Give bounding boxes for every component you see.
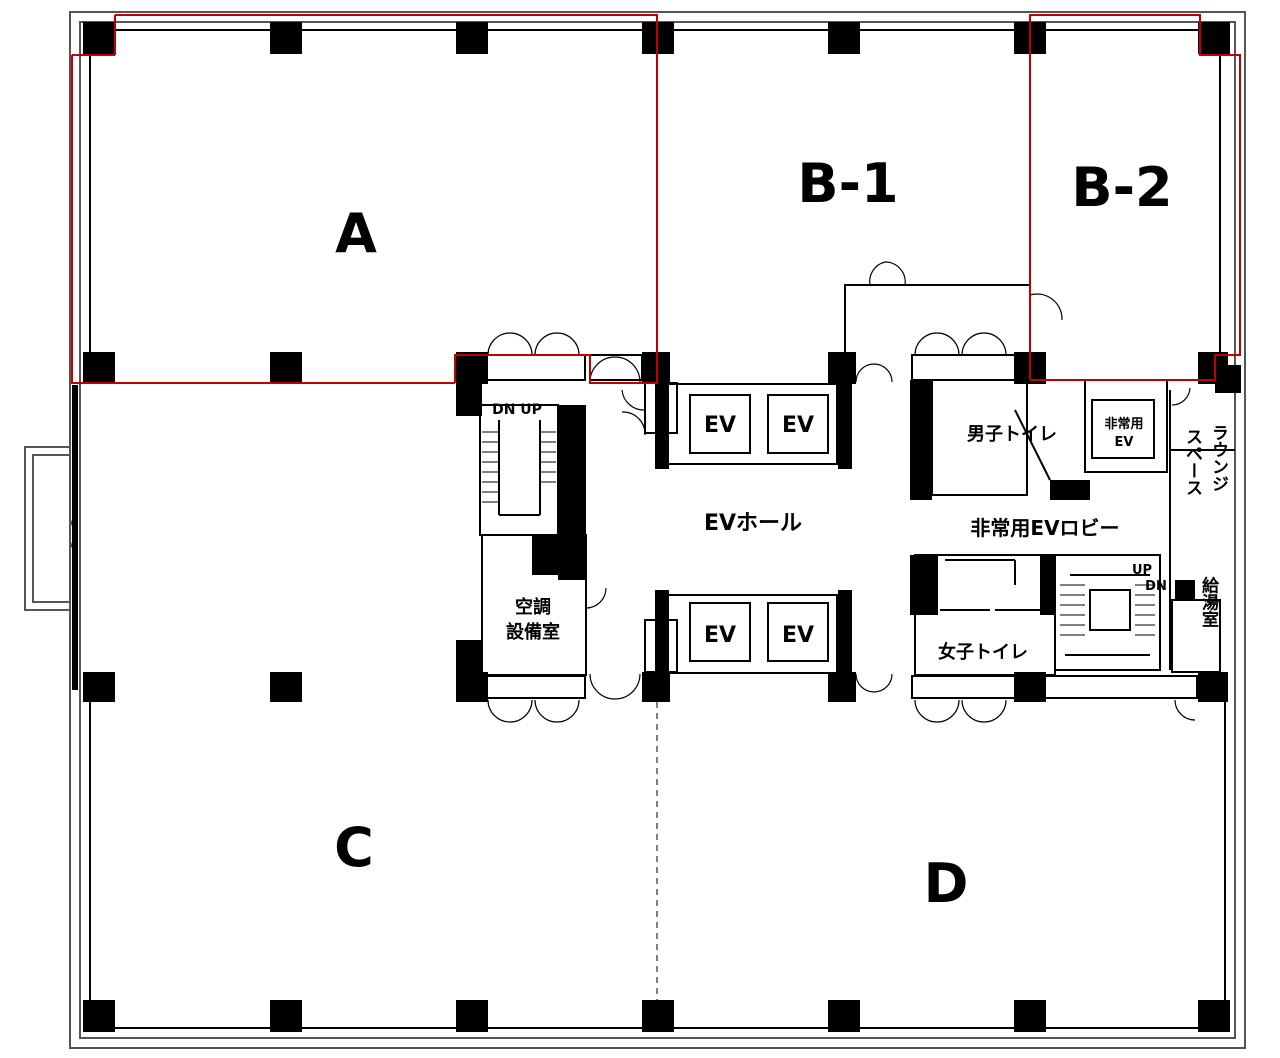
columns xyxy=(83,22,1241,1032)
stair-treads xyxy=(482,431,1155,636)
mens-toilet-label: 男子トイレ xyxy=(967,424,1057,445)
emergency-ev-label-2: EV xyxy=(1115,435,1134,450)
kitchen-label: 給湯室 xyxy=(1198,575,1219,627)
west-stair-label: DN UP xyxy=(492,402,542,418)
hvac-label-1: 空調 xyxy=(515,596,551,618)
emergency-ev-lobby-label: 非常用EVロビー xyxy=(970,516,1119,540)
unit-c-label: C xyxy=(334,816,374,879)
west-balcony xyxy=(24,446,76,611)
lounge-label-1: ラウンジ xyxy=(1208,424,1228,492)
womens-toilet-label: 女子トイレ xyxy=(938,641,1028,663)
door-swings xyxy=(487,261,1196,723)
ev-label-2: EV xyxy=(782,413,814,438)
unit-d-label: D xyxy=(924,852,969,915)
lounge-label-2: スペース xyxy=(1182,428,1203,496)
unit-b2-label: B-2 xyxy=(1071,156,1172,219)
interior-walls xyxy=(479,284,1235,699)
hvac-label-2: 設備室 xyxy=(506,621,560,643)
unit-b1-label: B-1 xyxy=(797,152,898,215)
ev-label-3: EV xyxy=(704,623,736,648)
emergency-ev-label-1: 非常用 xyxy=(1104,416,1143,432)
ev-label-4: EV xyxy=(782,623,814,648)
east-stair-dn-label: DN xyxy=(1145,579,1167,594)
ev-hall-label: EVホール xyxy=(704,511,802,536)
east-stair-up-label: UP xyxy=(1132,563,1152,578)
unit-a-label: A xyxy=(335,202,377,265)
highlight-outlines xyxy=(71,14,1241,384)
ev-label-1: EV xyxy=(704,413,736,438)
